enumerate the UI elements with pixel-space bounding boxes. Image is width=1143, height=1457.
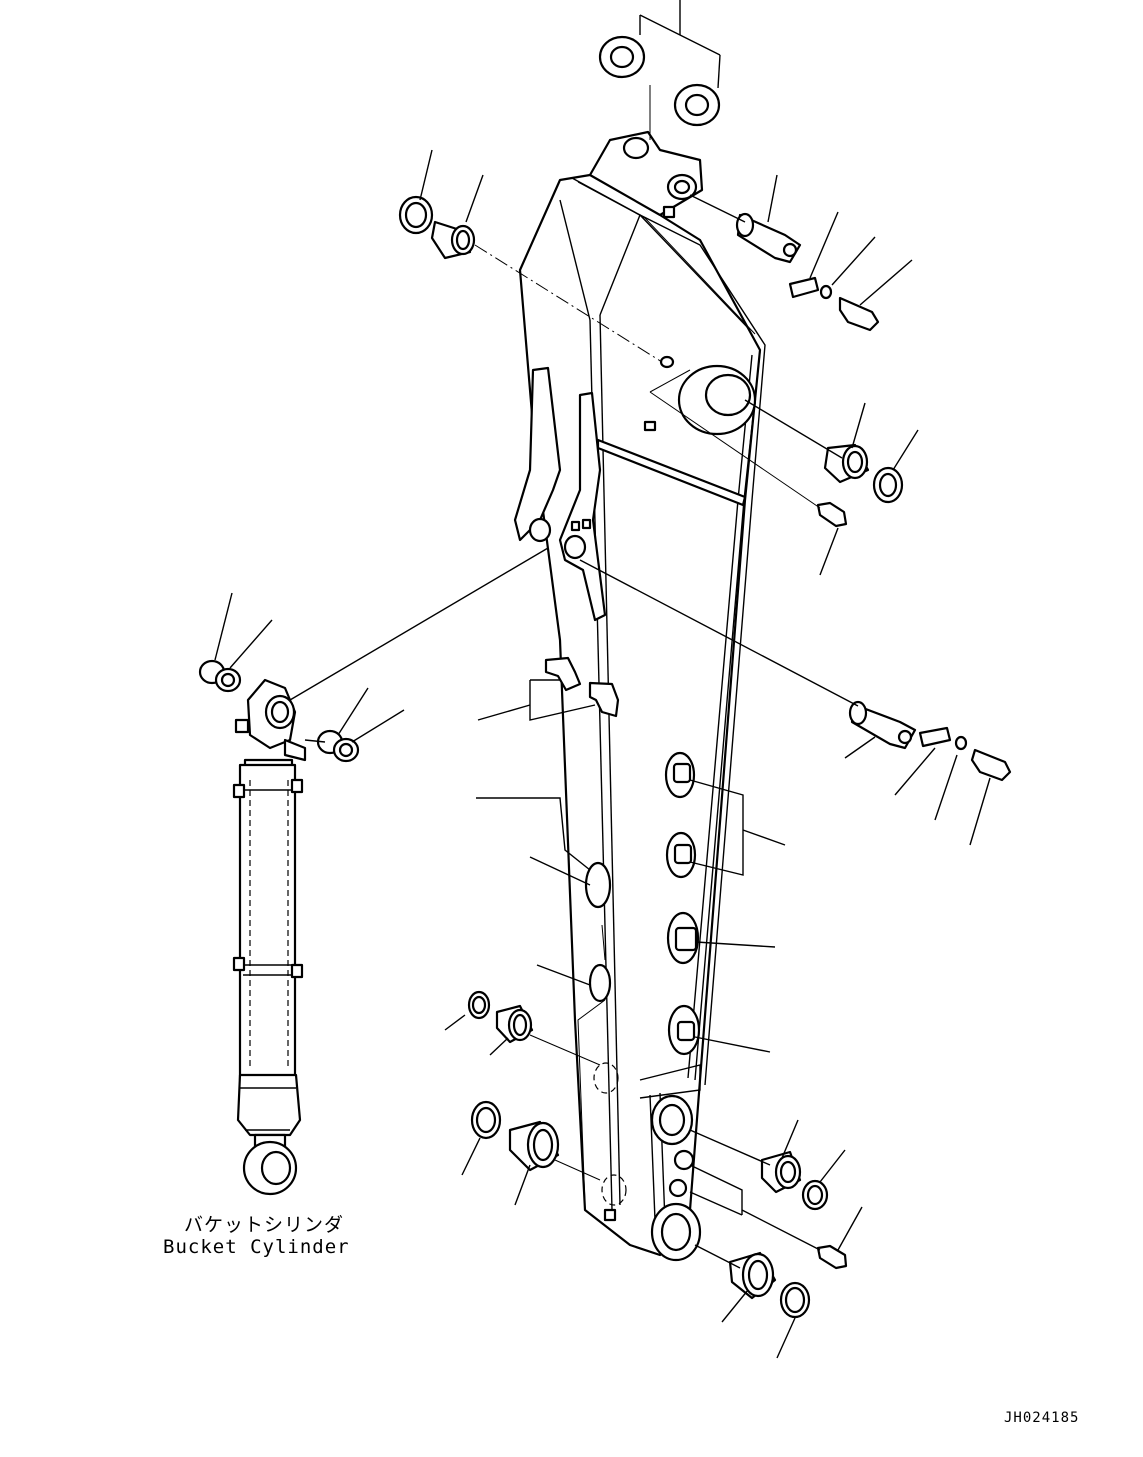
top-pin-set: [689, 174, 913, 332]
top-shims: [598, 0, 721, 140]
bucket-cylinder-label-jp: バケットシリンダ: [184, 1214, 345, 1236]
drawing-code: JH024185: [1004, 1410, 1080, 1426]
bottom-right-bushings: [689, 1119, 863, 1359]
bucket-cylinder-label-en: Bucket Cylinder: [163, 1236, 350, 1258]
top-left-bushing: [398, 149, 663, 363]
bottom-left-bushings: [444, 990, 601, 1206]
right-upper-bushing: [649, 369, 919, 576]
bucket-cylinder: [198, 547, 549, 1196]
pad-leaders: [476, 679, 786, 1206]
middle-pin-set: [579, 559, 1012, 846]
arm-body: [513, 130, 766, 1262]
